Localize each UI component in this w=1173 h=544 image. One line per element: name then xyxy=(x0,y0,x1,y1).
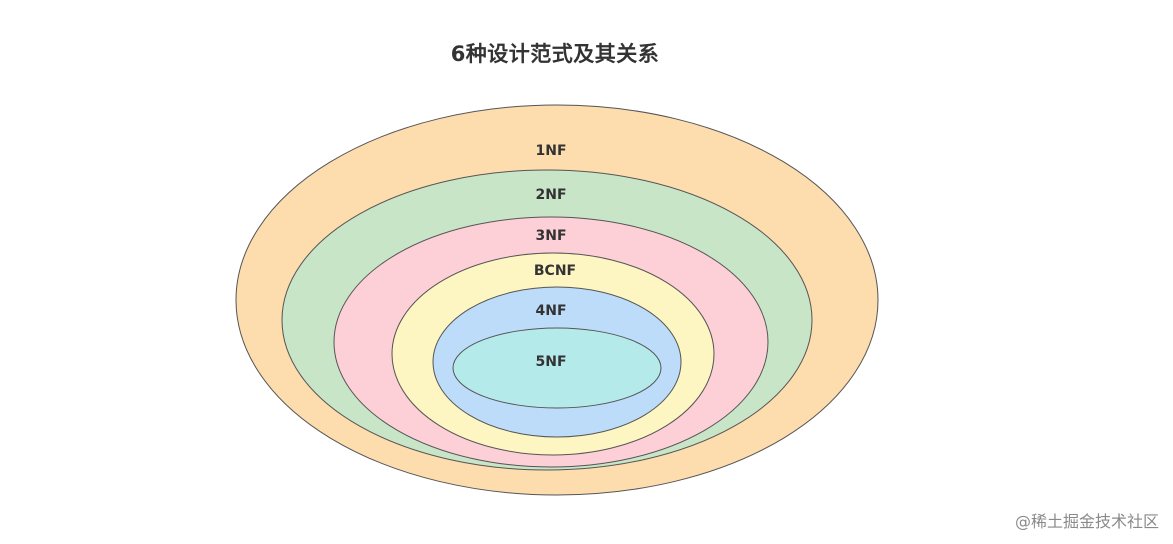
ring-5nf xyxy=(452,327,662,409)
label-1nf: 1NF xyxy=(535,143,566,159)
label-2nf: 2NF xyxy=(535,187,566,203)
watermark-text: @稀土掘金技术社区 xyxy=(1014,512,1159,531)
label-4nf: 4NF xyxy=(535,303,566,319)
label-3nf: 3NF xyxy=(535,228,566,244)
diagram-title: 6种设计范式及其关系 xyxy=(450,42,660,66)
label-bcnf: BCNF xyxy=(534,263,576,279)
label-5nf: 5NF xyxy=(535,354,566,370)
